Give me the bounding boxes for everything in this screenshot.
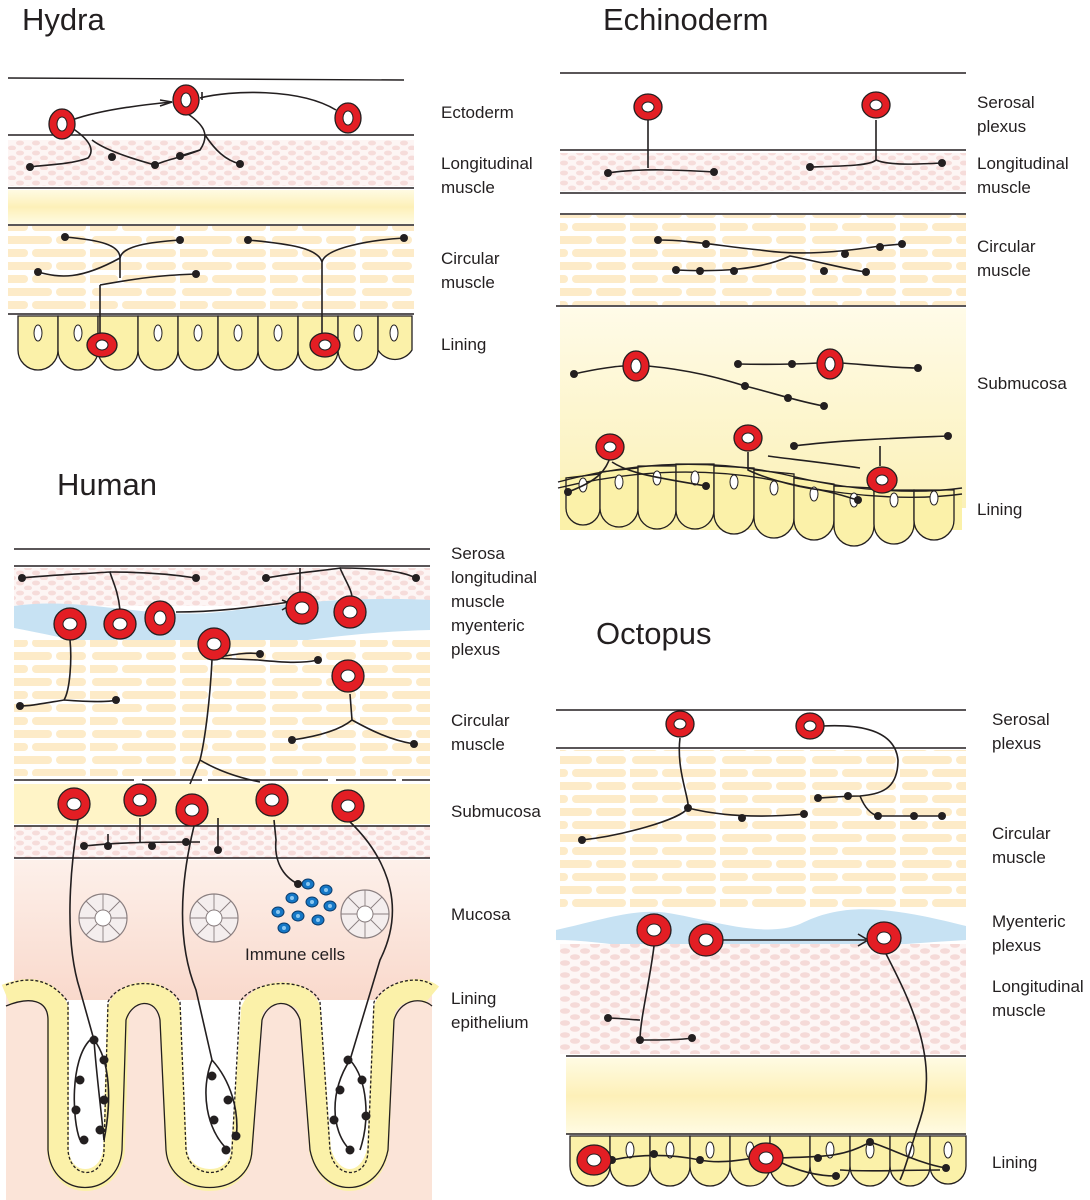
human-neuron [285, 591, 319, 625]
human-neuron [331, 659, 365, 693]
human-crypt [340, 889, 390, 939]
octopus-label-serosal-plexus: Serosal plexus [992, 710, 1050, 753]
hydra-neuron [172, 84, 200, 116]
echinoderm-terminal-dots [564, 159, 952, 504]
human-crypt [78, 893, 128, 943]
human-neuron [331, 789, 365, 823]
hydra-title: Hydra [22, 2, 105, 37]
human-label-serosa-plexus: Serosa longitudinal muscle myenteric ple… [451, 544, 538, 659]
echinoderm-label-serosal-plexus: Serosal plexus [977, 93, 1035, 136]
human-neuron [144, 600, 176, 636]
echinoderm-longitudinal-muscle-layer [560, 153, 966, 191]
hydra-neuron [86, 332, 118, 358]
hydra-terminal-dots [26, 152, 408, 278]
octopus-circular-muscle-layer [560, 750, 966, 910]
echinoderm-neuron [633, 93, 663, 121]
human-title: Human [57, 467, 157, 502]
octopus-label-myenteric-plexus: Myenteric plexus [992, 912, 1066, 955]
octopus-title: Octopus [596, 616, 712, 651]
hydra-label-ectoderm: Ectoderm [441, 103, 514, 122]
octopus-label-longitudinal-muscle: Longitudinal muscle [992, 977, 1084, 1020]
hydra-label-lining: Lining [441, 335, 487, 354]
octopus-longitudinal-muscle-layer [560, 944, 966, 1054]
hydra-neuron [48, 108, 76, 140]
human-label-mucosa: Mucosa [451, 905, 511, 924]
octopus-panel [556, 709, 967, 1187]
hydra-neuron [334, 102, 362, 134]
human-mucosa-top-layer [14, 826, 430, 858]
echinoderm-panel [556, 72, 966, 547]
octopus-neuron [688, 923, 724, 957]
echinoderm-neuron [733, 424, 763, 452]
human-neuron [175, 793, 209, 827]
octopus-neuron [636, 913, 672, 947]
echinoderm-label-longitudinal-muscle: Longitudinal muscle [977, 154, 1069, 197]
human-terminal-dots [16, 574, 420, 1155]
human-lining-epithelium [1, 979, 440, 1200]
human-circular-muscle-layer [14, 640, 430, 776]
hydra-panel [7, 77, 414, 371]
hydra-branch-marks [159, 92, 203, 107]
echinoderm-neuron [861, 91, 891, 119]
human-panel: Immune cells [1, 548, 440, 1200]
human-label-circular-muscle: Circular muscle [451, 711, 510, 754]
human-neuron [57, 787, 91, 821]
echinoderm-neuron [622, 350, 650, 382]
human-crypt [189, 893, 239, 943]
echinoderm-neuron [816, 348, 844, 380]
echinoderm-neuron [866, 466, 898, 494]
hydra-circular-muscle-layer [8, 226, 414, 314]
octopus-neuron [748, 1142, 784, 1174]
octopus-neuron [866, 921, 902, 955]
human-immune-cells-label: Immune cells [245, 945, 345, 964]
octopus-label-circular-muscle: Circular muscle [992, 824, 1051, 867]
human-label-submucosa: Submucosa [451, 802, 541, 821]
hydra-neurites [29, 91, 405, 340]
echinoderm-label-circular-muscle: Circular muscle [977, 237, 1036, 280]
octopus-neuron [665, 710, 695, 738]
echinoderm-label-lining: Lining [977, 500, 1023, 519]
octopus-neuron [576, 1144, 612, 1176]
human-neuron [333, 595, 367, 629]
human-neuron [103, 608, 137, 640]
hydra-label-longitudinal-muscle: Longitudinal muscle [441, 154, 533, 197]
echinoderm-title: Echinoderm [603, 2, 769, 37]
octopus-label-lining: Lining [992, 1153, 1038, 1172]
octopus-neuron [795, 712, 825, 740]
human-neuron [197, 627, 231, 661]
echinoderm-label-submucosa: Submucosa [977, 374, 1067, 393]
octopus-neurites [581, 724, 947, 1181]
hydra-neuron [309, 332, 341, 358]
echinoderm-circular-muscle-layer [560, 215, 966, 305]
octopus-submucosa-layer [566, 1058, 966, 1134]
echinoderm-neuron [595, 433, 625, 461]
human-neuron [53, 607, 87, 641]
echinoderm-lining-cells [560, 463, 962, 547]
hydra-longitudinal-muscle-layer [8, 140, 414, 186]
human-neuron [123, 783, 157, 817]
human-neuron [255, 783, 289, 817]
hydra-label-circular-muscle: Circular muscle [441, 249, 500, 292]
hydra-lining-cells [17, 315, 413, 371]
human-label-lining-epithelium: Lining epithelium [451, 989, 529, 1032]
hydra-mesoglea-layer [8, 190, 414, 224]
octopus-terminal-dots [578, 792, 950, 1180]
